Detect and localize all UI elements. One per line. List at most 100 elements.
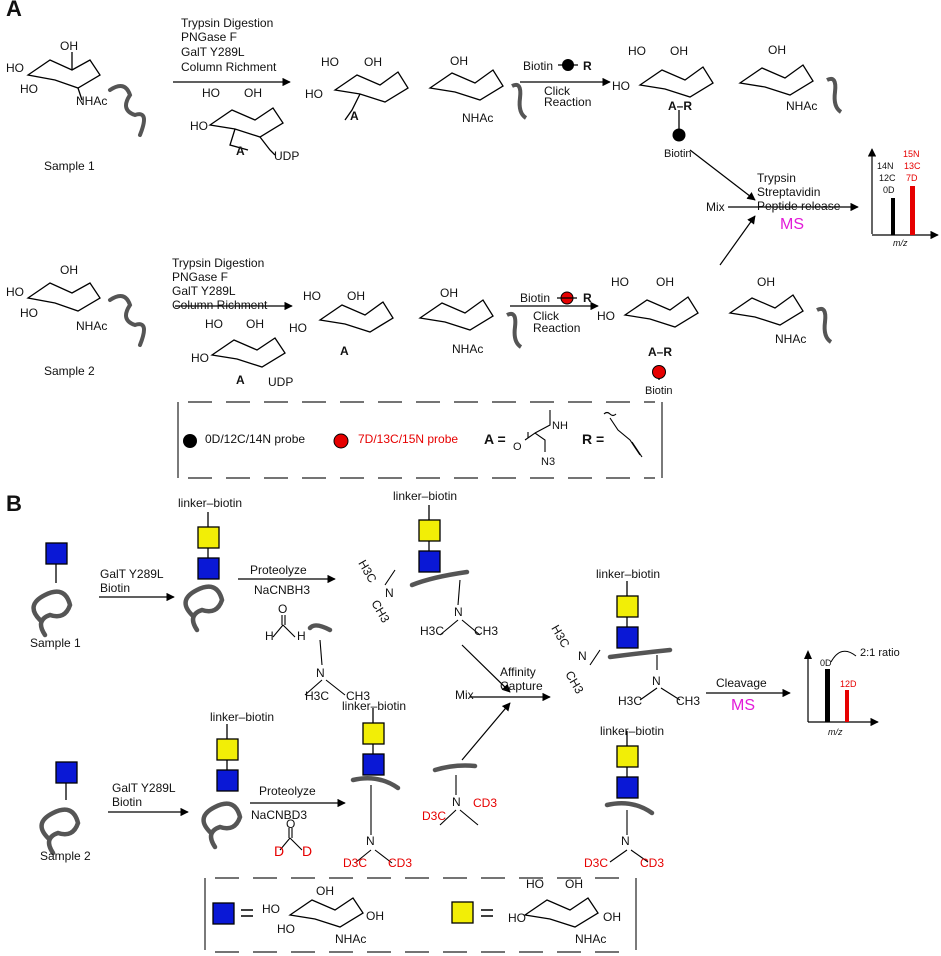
udp-sugar-a1 — [208, 107, 284, 156]
legend-red-probe: 7D/13C/15N probe — [358, 432, 459, 446]
glcnac-sugar-a2 — [26, 282, 101, 312]
panel-a-label: A — [6, 0, 22, 21]
legend-r-eq: R = — [582, 431, 605, 447]
a-spec-13c: 13C — [904, 161, 921, 171]
b2c-n: N — [366, 834, 375, 848]
b1c-n2: N — [454, 605, 463, 619]
b2-galt-2: Biotin — [112, 795, 143, 809]
legend-o: O — [513, 441, 522, 453]
b2f-d3c: D3C — [422, 809, 447, 823]
b1f-ch3: CH3 — [346, 689, 371, 703]
a2-oh-top: OH — [60, 263, 78, 277]
udp2-a: A — [236, 373, 245, 387]
protein-b2 — [39, 807, 81, 856]
bm-linker: linker–biotin — [596, 567, 661, 581]
b2-d-right: D — [302, 843, 313, 859]
a2-nhac: NHAc — [76, 319, 108, 333]
b2c-d3c: D3C — [343, 856, 368, 870]
a2d-oh: OH — [347, 289, 365, 303]
arrow-b2-to-mix — [461, 702, 511, 761]
a1d-oh2: OH — [450, 54, 468, 68]
glcnac-sugar-a1 — [26, 52, 101, 101]
legend-glcnac-structure — [288, 897, 364, 928]
udp2-ho2: HO — [191, 351, 209, 365]
a1-step-1: Trypsin Digestion — [181, 16, 274, 30]
gal-glcnac-probe-a1 — [638, 64, 843, 130]
a2-ho-1: HO — [6, 285, 24, 299]
b-affinity-2: Capture — [500, 679, 543, 693]
a1p-oh2: OH — [768, 43, 786, 57]
a2d-a: A — [340, 344, 349, 358]
legend-black-probe: 0D/12C/14N probe — [205, 432, 306, 446]
alkyne-structure — [603, 411, 643, 458]
a2p-ar: A–R — [648, 345, 673, 359]
b1c-h3c2: H3C — [420, 624, 445, 638]
legend-n3: N3 — [541, 456, 556, 468]
a2-ho-2: HO — [20, 306, 38, 320]
glcnac-square-b2b — [216, 769, 239, 792]
lg2-nhac: NHAc — [575, 932, 607, 946]
a1d-ho: HO — [321, 55, 339, 69]
a-ms: MS — [780, 216, 804, 233]
black-probe-dot-a1 — [672, 128, 686, 142]
a-release-1: Trypsin — [757, 171, 796, 185]
a1-r: R — [583, 59, 592, 73]
lg2-oh: OH — [565, 877, 583, 891]
legend-gal-structure — [523, 897, 599, 928]
a2p-oh2: OH — [757, 275, 775, 289]
ms-spectrum-b — [804, 650, 879, 727]
lg1-ho: HO — [262, 902, 280, 916]
a1-click-2: Reaction — [544, 95, 592, 109]
a1p-nhac: NHAc — [786, 99, 818, 113]
azide-structure — [524, 410, 551, 452]
a1-oh-top: OH — [60, 39, 78, 53]
a2p-oh: OH — [656, 275, 674, 289]
lg2-ho2: HO — [508, 911, 526, 925]
udp1-ho2: HO — [190, 119, 208, 133]
b2f-cd3: CD3 — [473, 796, 498, 810]
glcnac-square-b-mix2 — [616, 776, 639, 799]
a1-step-2: PNGase F — [181, 30, 238, 44]
a2-click-2: Reaction — [533, 321, 581, 335]
a2-click-1: Click — [533, 309, 559, 323]
b1f-h3c: H3C — [305, 689, 330, 703]
a1d-ho2: HO — [305, 87, 323, 101]
glcnac-square-b2 — [55, 761, 78, 784]
a1-click-1: Click — [544, 84, 570, 98]
peptide-squiggle-a1 — [108, 84, 146, 137]
legend-box-a-sides — [177, 402, 663, 478]
b-cleavage: Cleavage — [716, 676, 767, 690]
a-release-2: Streptavidin — [757, 185, 821, 199]
legend-nh: NH — [552, 420, 568, 432]
b1c-ch3-2: CH3 — [474, 624, 499, 638]
b-mix: Mix — [455, 688, 474, 702]
protein-b1 — [31, 589, 73, 638]
a-sample1: Sample 1 — [44, 159, 95, 173]
b-ms: MS — [731, 697, 755, 714]
b1-formaldehyde-o: O — [278, 602, 288, 616]
formaldehyde-h — [272, 615, 296, 638]
a2-biotin-probe: Biotin — [520, 291, 551, 305]
b2c-cd3: CD3 — [388, 856, 413, 870]
lg2-oh2: OH — [603, 910, 621, 924]
gal-glcnac-disaccharide-a2 — [318, 299, 523, 349]
protein-b2b — [201, 801, 243, 850]
b1-linker: linker–biotin — [178, 496, 243, 510]
a1p-biotin: Biotin — [664, 148, 692, 160]
peptide-squiggle-a2 — [108, 294, 146, 347]
gal-glcnac-probe-a2 — [623, 294, 833, 380]
a2-r: R — [583, 291, 592, 305]
b2-galt-1: GalT Y289L — [112, 781, 176, 795]
a1p-ho: HO — [628, 44, 646, 58]
udp2-ho: HO — [205, 317, 223, 331]
a1-ho-1: HO — [6, 61, 24, 75]
b-spec-0d: 0D — [820, 658, 832, 668]
a1p-ar: A–R — [668, 99, 693, 113]
gal-square-b2 — [216, 738, 239, 761]
b1-galt-2: Biotin — [100, 581, 131, 595]
b1f-n: N — [316, 666, 325, 680]
b-sample1: Sample 1 — [30, 636, 81, 650]
b1c-linker: linker–biotin — [393, 489, 458, 503]
